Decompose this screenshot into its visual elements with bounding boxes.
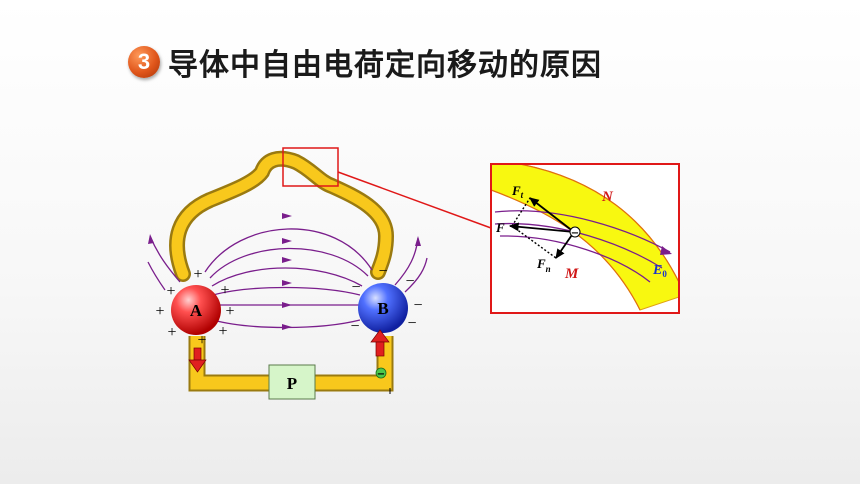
field-arrow bbox=[282, 280, 292, 286]
label-e-main: E bbox=[652, 263, 662, 278]
zoom-field-arrow bbox=[660, 246, 672, 255]
highlight-box bbox=[282, 147, 339, 187]
top-conductor-edge bbox=[169, 150, 395, 282]
panel-electron-sign: − bbox=[571, 228, 579, 239]
section-number-badge: 3 bbox=[128, 46, 160, 78]
minus-sign: − bbox=[378, 263, 387, 280]
source-box bbox=[268, 364, 316, 400]
label-fn-main: F bbox=[536, 256, 546, 271]
plus-sign: + bbox=[218, 323, 227, 340]
electron-sign: − bbox=[377, 369, 385, 380]
label-ft: Ft bbox=[511, 183, 524, 200]
top-conductor bbox=[171, 153, 392, 280]
label-n: N bbox=[601, 189, 614, 205]
field-arrow bbox=[148, 234, 154, 244]
label-e0: E0 bbox=[652, 263, 667, 279]
label-ft-sub: t bbox=[521, 190, 524, 200]
plus-sign: + bbox=[155, 303, 164, 320]
field-line bbox=[212, 286, 361, 296]
label-fn-sub: n bbox=[546, 264, 551, 274]
field-line bbox=[147, 261, 166, 291]
label-fn: Fn bbox=[536, 256, 551, 274]
sphere-b bbox=[358, 283, 408, 333]
electron-in-panel bbox=[569, 226, 581, 238]
sphere-a-label: A bbox=[190, 301, 203, 320]
page-title: 导体中自由电荷定向移动的原因 bbox=[168, 48, 602, 83]
minus-sign: − bbox=[350, 318, 359, 335]
field-line bbox=[204, 228, 373, 273]
field-arrows bbox=[148, 213, 421, 330]
title-row: 3 导体中自由电荷定向移动的原因 bbox=[128, 42, 602, 83]
source-label: P bbox=[287, 374, 297, 393]
plus-sign: + bbox=[167, 324, 176, 341]
force-dotted-line bbox=[511, 197, 531, 227]
field-arrow bbox=[415, 236, 421, 246]
zoom-conductor-edge-upper bbox=[519, 164, 679, 284]
minus-sign: − bbox=[413, 297, 422, 314]
label-f: F bbox=[495, 220, 505, 235]
plus-sign: + bbox=[193, 266, 202, 283]
force-ft-vector bbox=[529, 197, 575, 233]
minus-charges: − − − − − − bbox=[350, 263, 422, 335]
minus-sign: − bbox=[405, 273, 414, 290]
sphere-b-label: B bbox=[377, 299, 388, 318]
zoom-field-line bbox=[499, 235, 651, 283]
label-ft-main: F bbox=[511, 183, 521, 198]
field-lines bbox=[147, 228, 428, 329]
minus-sign: − bbox=[351, 279, 360, 296]
field-line bbox=[211, 267, 363, 287]
field-arrow bbox=[282, 324, 292, 330]
minus-sign: − bbox=[407, 315, 416, 332]
zoom-connector-line bbox=[337, 171, 492, 229]
plus-sign: + bbox=[220, 282, 229, 299]
plus-sign: + bbox=[225, 303, 234, 320]
plus-charges: + + + + + + + + bbox=[155, 266, 234, 349]
force-dotted-line bbox=[511, 225, 557, 259]
field-line bbox=[209, 247, 369, 279]
electron-in-wire bbox=[375, 367, 387, 379]
field-arrow bbox=[282, 302, 292, 308]
field-line bbox=[404, 257, 428, 293]
current-arrow-up bbox=[370, 329, 390, 357]
current-arrow-down bbox=[188, 347, 207, 373]
force-f-vector bbox=[508, 222, 575, 233]
zoom-field-line bbox=[494, 210, 671, 253]
zoom-panel-border bbox=[490, 163, 680, 314]
sphere-a bbox=[171, 285, 221, 335]
field-arrow bbox=[282, 213, 292, 219]
field-arrow bbox=[282, 238, 292, 244]
plus-sign: + bbox=[166, 283, 175, 300]
label-m: M bbox=[564, 266, 579, 282]
field-arrow bbox=[282, 257, 292, 263]
force-fn-vector bbox=[555, 231, 575, 259]
plus-sign: + bbox=[197, 332, 206, 349]
label-e-sub: 0 bbox=[662, 269, 667, 279]
